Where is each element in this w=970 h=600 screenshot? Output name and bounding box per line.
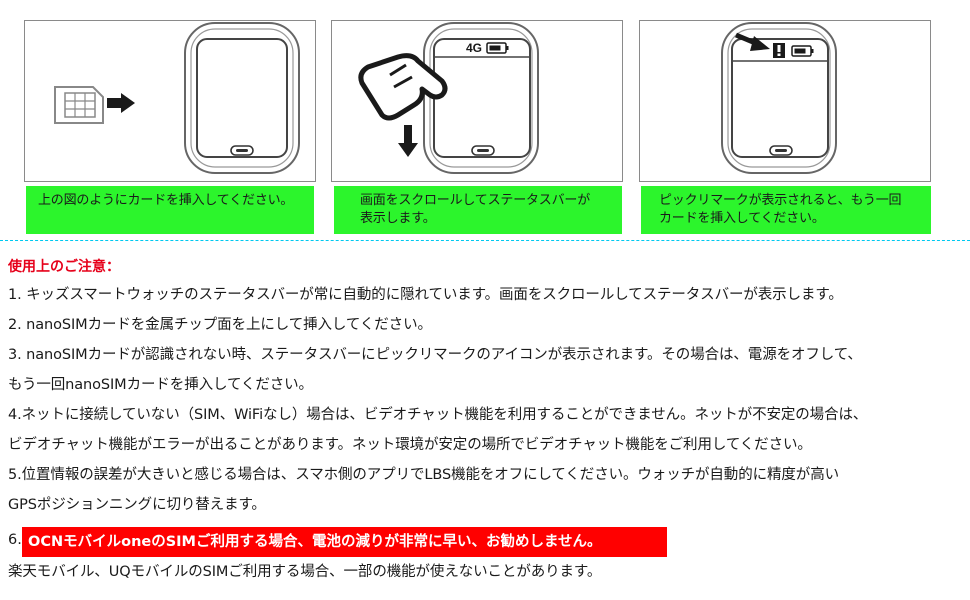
arrow-diagonal-icon — [735, 32, 770, 51]
smartwatch-icon — [184, 22, 300, 174]
note-line-1: 1. キッズスマートウォッチのステータスバーが常に自動的に隠れています。画面をス… — [8, 287, 843, 303]
step3-illustration — [639, 20, 931, 182]
battery-icon — [791, 45, 814, 57]
step2-drawing: 4G — [358, 22, 539, 174]
sim-card-icon — [54, 86, 104, 124]
note-last: 楽天モバイル、UQモバイルのSIMご利用する場合、一部の機能が使えないことがあり… — [8, 564, 602, 580]
step1-caption: 上の図のようにカードを挿入してください。 — [26, 186, 314, 234]
step3-drawing — [721, 22, 837, 174]
warning-banner: OCNモバイルoneのSIMご利用する場合、電池の減りが非常に早い、お勧めしませ… — [22, 527, 667, 557]
step1-caption-text: 上の図のようにカードを挿入してください。 — [38, 193, 294, 208]
note-line-3-cont: もう一回nanoSIMカードを挿入してください。 — [8, 377, 313, 393]
step2-caption-text: 画面をスクロールしてステータスバーが 表示します。 — [360, 193, 591, 226]
note-line-4-cont: ビデオチャット機能がエラーが出ることがあります。ネット環境が安定の場所でビデオチ… — [8, 437, 812, 453]
hand-pointer-icon — [358, 53, 448, 121]
step1-drawing — [54, 22, 300, 174]
note-line-5: 5.位置情報の誤差が大きいと感じる場合は、スマホ側のアプリでLBS機能をオフにし… — [8, 467, 839, 483]
step2-caption: 画面をスクロールしてステータスバーが 表示します。 — [334, 186, 622, 234]
warning-number: 6. — [8, 532, 22, 548]
notes-title: 使用上のご注意： — [8, 259, 120, 275]
smartwatch-icon: 4G — [423, 22, 539, 174]
step3-caption-text: ピックリマークが表示されると、もう一回 カードを挿入してください。 — [659, 193, 902, 226]
step2-illustration: 4G — [331, 20, 623, 182]
step3-caption: ピックリマークが表示されると、もう一回 カードを挿入してください。 — [641, 186, 931, 234]
step1-illustration — [24, 20, 316, 182]
note-line-3: 3. nanoSIMカードが認識されない時、ステータスバーにピックリマークのアイ… — [8, 347, 862, 363]
battery-icon — [486, 42, 509, 54]
status-network-text: 4G — [466, 41, 482, 55]
note-line-5-cont: GPSポジションニングに切り替えます。 — [8, 497, 266, 513]
arrow-right-icon — [107, 93, 135, 113]
arrow-down-icon — [398, 125, 418, 157]
note-line-2: 2. nanoSIMカードを金属チップ面を上にして挿入してください。 — [8, 317, 432, 333]
smartwatch-icon — [721, 22, 837, 174]
exclamation-icon — [773, 43, 785, 58]
note-line-4: 4.ネットに接続していない（SIM、WiFiなし）場合は、ビデオチャット機能を利… — [8, 407, 868, 423]
section-divider — [0, 240, 970, 241]
